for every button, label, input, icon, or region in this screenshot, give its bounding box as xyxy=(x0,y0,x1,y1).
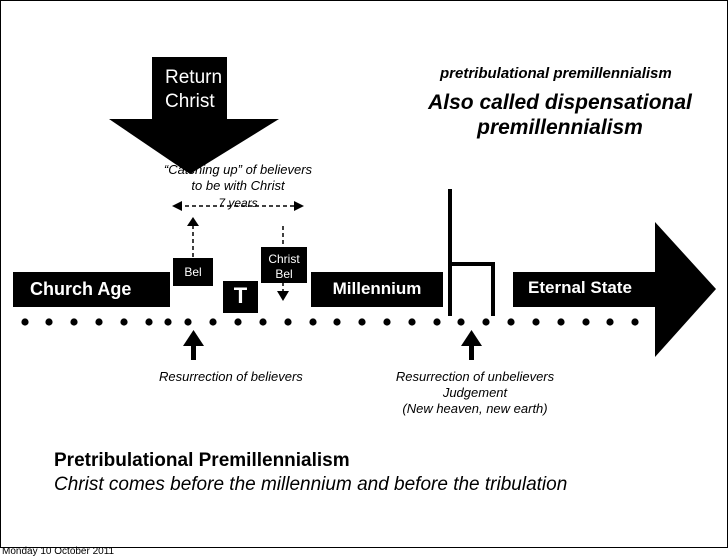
eternal-state-arrow xyxy=(513,222,716,357)
also-called-line2: premillennialism xyxy=(477,116,643,139)
resurrection-unbelievers-arrow-shaft xyxy=(469,341,474,360)
new-heaven-caption: (New heaven, new earth) xyxy=(402,401,548,416)
millennium-bar xyxy=(311,272,443,307)
bottom-title: Pretribulational Premillennialism xyxy=(54,450,350,471)
resurrection-believers-caption: Resurrection of believers xyxy=(159,369,303,384)
seven-years-left-head xyxy=(172,201,182,211)
rapture-caption: “Catching up” of believers to be with Ch… xyxy=(138,162,338,194)
footer-date: Monday 10 October 2011 xyxy=(2,546,115,557)
resurrection-unbelievers-arrowhead xyxy=(461,330,482,346)
rapture-up-arrowhead xyxy=(187,217,199,226)
rapture-line1: “Catching up” of believers xyxy=(163,162,313,177)
christ-bel-box xyxy=(261,247,307,283)
rapture-line2: to be with Christ xyxy=(191,178,285,193)
also-called-line1: Also called dispensational xyxy=(428,91,692,114)
resurrection-believers-arrow-shaft xyxy=(191,341,196,360)
bel-box xyxy=(173,258,213,286)
timeline-dots xyxy=(21,318,664,326)
bottom-subtitle: Christ comes before the millennium and b… xyxy=(54,474,568,495)
church-age-label: Church Age xyxy=(30,279,132,299)
return-christ-arrow xyxy=(109,57,279,174)
christ-marker-label: Christ xyxy=(268,252,300,266)
resurrection-believers-arrowhead xyxy=(183,330,204,346)
seven-years-label: 7 years xyxy=(218,196,258,210)
diagram-subtitle: pretribulational premillennialism xyxy=(440,65,672,82)
resurrection-unbelievers-caption: Resurrection of unbelievers xyxy=(395,369,555,384)
end-events-caption: Resurrection of unbelievers Judgement (N… xyxy=(370,369,580,417)
return-down-arrowhead xyxy=(277,291,289,301)
church-age-bar xyxy=(13,272,170,307)
tribulation-box xyxy=(223,281,258,313)
christ-bel-label: Bel xyxy=(275,267,293,281)
return-christ-label: Return Christ xyxy=(165,66,222,114)
bel-label: Bel xyxy=(184,265,202,279)
seven-years-right-head xyxy=(294,201,304,211)
return-label: Return xyxy=(165,67,223,88)
millennium-label: Millennium xyxy=(332,279,422,298)
also-called-text: Also called dispensational premillennial… xyxy=(400,90,720,140)
judgement-caption: Judgement xyxy=(442,385,508,400)
tribulation-label: T xyxy=(233,283,248,308)
christ-label: Christ xyxy=(165,91,215,112)
eternal-state-label: Eternal State xyxy=(528,278,632,297)
